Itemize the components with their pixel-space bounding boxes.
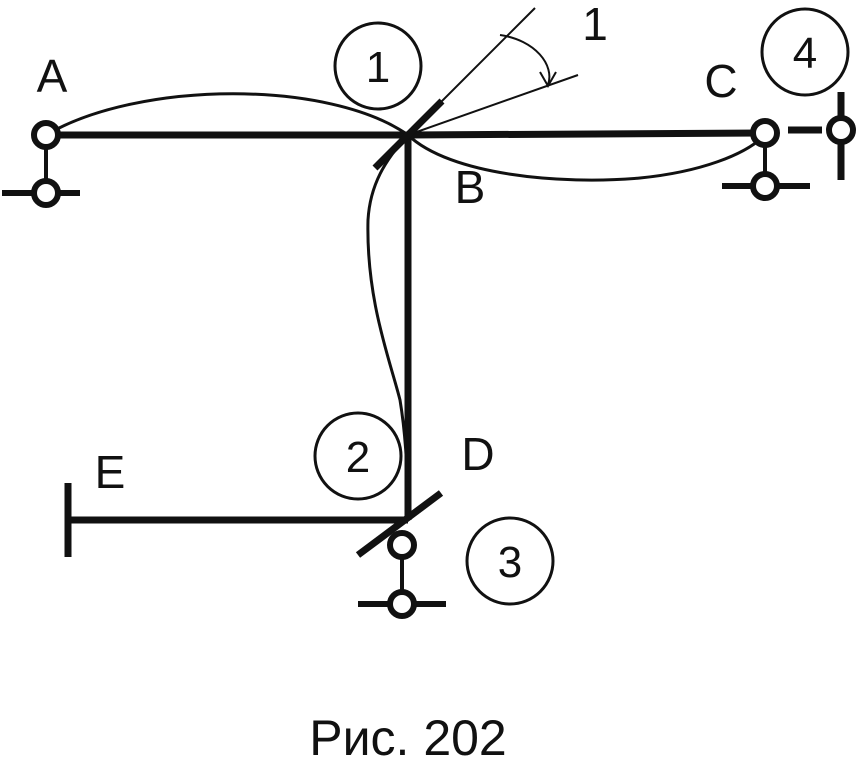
- constraint-2-slash: [355, 490, 444, 558]
- support-d: [358, 530, 446, 619]
- frame-members: [46, 129, 766, 524]
- imposed-constraints: [355, 92, 845, 558]
- angle-label: 1: [582, 0, 608, 50]
- point-a-label: A: [37, 50, 68, 102]
- angle-arc: [499, 34, 551, 86]
- constraint-1-slash: [372, 98, 445, 171]
- hinge-c-top-icon: [750, 118, 780, 148]
- member-bc: [407, 129, 766, 139]
- hinge-d-bottom-icon: [387, 589, 417, 619]
- figure-caption: Рис. 202: [309, 710, 507, 758]
- deflection-curve-bc: [406, 133, 767, 182]
- angle-arrowhead: [539, 71, 557, 89]
- marker-2-label: 2: [346, 433, 370, 482]
- marker-4-label: 4: [793, 29, 817, 78]
- point-b-label: B: [455, 161, 486, 213]
- support-a: [2, 120, 80, 208]
- point-c-label: C: [704, 55, 737, 107]
- point-e-label: E: [95, 446, 126, 498]
- marker-circles: [313, 7, 850, 606]
- deflection-curve-ab: [45, 92, 409, 137]
- marker-1-circle: [333, 21, 423, 111]
- hinge-4-icon: [826, 115, 856, 145]
- marker-2-circle: [313, 411, 403, 501]
- support-c: [722, 118, 810, 201]
- marker-1-label: 1: [366, 43, 390, 92]
- marker-3-circle: [465, 516, 555, 606]
- deflection-curve-bd: [366, 133, 410, 521]
- rotation-angle: [407, 7, 579, 136]
- deformed-shape: [45, 92, 767, 521]
- marker-3-label: 3: [498, 538, 522, 587]
- point-d-label: D: [461, 428, 494, 480]
- marker-4-circle: [760, 7, 850, 97]
- hinge-c-bottom-icon: [750, 171, 780, 201]
- hinge-d-top-icon: [387, 530, 417, 560]
- hinge-a-bottom-icon: [31, 178, 61, 208]
- hinge-a-top-icon: [31, 120, 61, 150]
